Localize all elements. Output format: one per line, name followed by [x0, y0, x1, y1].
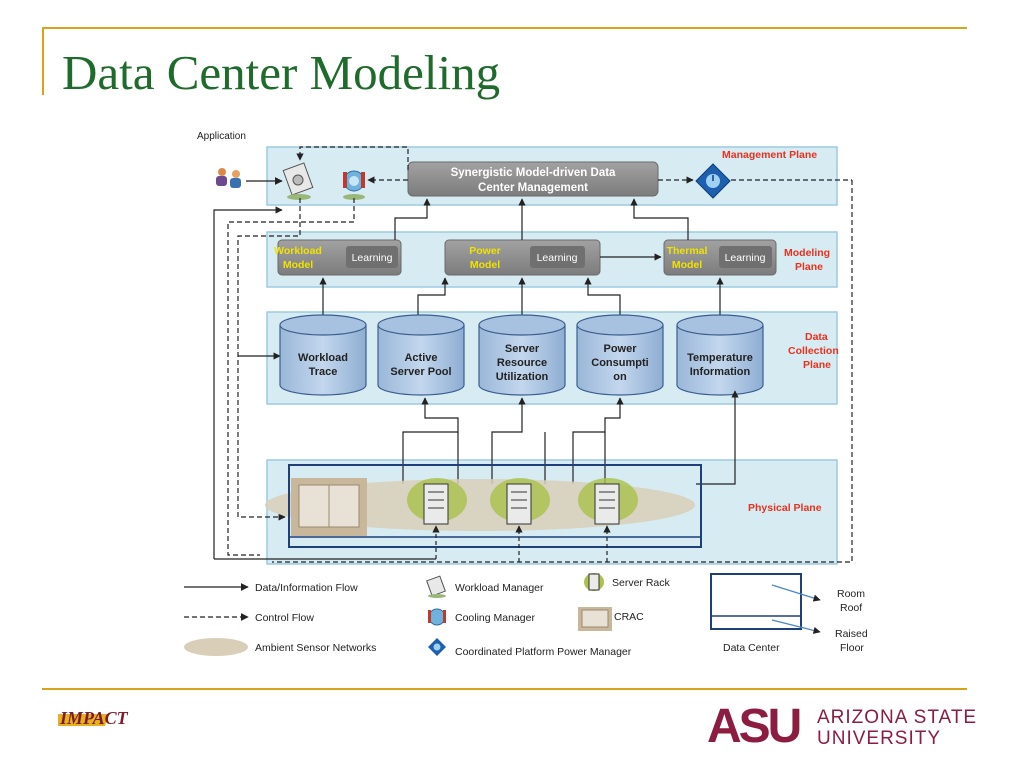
- legend-room-2: Roof: [840, 602, 862, 614]
- asu-logo: ASU ARIZONA STATE UNIVERSITY: [707, 700, 977, 759]
- legend-data-center: Data Center: [723, 642, 780, 654]
- collection-plane-label-line3: Plane: [803, 359, 831, 371]
- legend-raised-1: Raised: [835, 628, 868, 640]
- cooling-manager-icon: [343, 170, 365, 200]
- power-manager-icon: [695, 163, 731, 199]
- asu-name-line2: UNIVERSITY: [817, 728, 941, 749]
- collection-plane-label-line1: Data: [805, 331, 828, 343]
- legend-ambient-cloud: [184, 638, 248, 656]
- management-box: [407, 161, 659, 197]
- workload-learning-label: Learning: [352, 252, 393, 264]
- power-label-2: Consumpti: [591, 357, 648, 369]
- power-label-1: Power: [603, 343, 637, 355]
- legend-cooling-manager-icon: [428, 608, 446, 626]
- side-accent-line: [42, 27, 44, 95]
- thermal-model-label-2: Model: [672, 259, 702, 271]
- users-icon: [216, 168, 241, 188]
- server-rack-1-icon: [407, 478, 467, 525]
- temperature-label-2: Information: [690, 366, 751, 378]
- workload-learning-box: [346, 246, 398, 268]
- legend-data-center-box: [710, 573, 802, 630]
- temperature-label-1: Temperature: [687, 352, 753, 364]
- data-center-room: [288, 464, 702, 548]
- bottom-accent-line: [42, 688, 967, 690]
- legend-crac-icon: [578, 607, 612, 631]
- legend-ambient: Ambient Sensor Networks: [255, 642, 376, 654]
- data-center-diagram: Management Plane Modeling Plane Data Col…: [184, 131, 868, 658]
- legend-workload-manager: Workload Manager: [455, 582, 544, 594]
- legend-control-flow: Control Flow: [255, 612, 314, 624]
- crac-unit-image: [291, 478, 367, 536]
- management-plane-label: Management Plane: [722, 149, 817, 161]
- server-utilization-cylinder: Server Resource Utilization: [478, 314, 566, 396]
- legend-coordinated-manager: Coordinated Platform Power Manager: [455, 646, 632, 658]
- thermal-model-label-1: Thermal: [667, 245, 708, 257]
- power-consumption-cylinder: Power Consumpti on: [576, 314, 664, 396]
- workload-trace-label-2: Trace: [309, 366, 338, 378]
- workload-trace-label-1: Workload: [298, 352, 348, 364]
- legend-workload-manager-icon: [426, 575, 446, 598]
- asu-name-line1: ARIZONA STATE: [817, 707, 977, 728]
- management-box-line2: Center Management: [478, 182, 588, 194]
- top-accent-line: [42, 27, 967, 29]
- legend-crac: CRAC: [614, 611, 644, 623]
- workload-model-label-2: Model: [283, 259, 313, 271]
- legend-data-flow: Data/Information Flow: [255, 582, 358, 594]
- power-learning-label: Learning: [537, 252, 578, 264]
- asu-mark: ASU: [707, 700, 800, 753]
- power-label-3: on: [613, 371, 627, 383]
- modeling-plane-label-line2: Plane: [795, 261, 823, 273]
- utilization-label-1: Server: [505, 343, 540, 355]
- impact-logo: IMPACT: [55, 700, 148, 745]
- legend-power-manager-icon: [428, 638, 446, 656]
- active-pool-label-2: Server Pool: [390, 366, 451, 378]
- workload-trace-cylinder: Workload Trace: [279, 314, 367, 396]
- modeling-plane-label-line1: Modeling: [784, 247, 830, 259]
- legend-server-rack: Server Rack: [612, 577, 671, 589]
- utilization-label-2: Resource: [497, 357, 547, 369]
- slide-title: Data Center Modeling: [62, 45, 501, 100]
- collection-plane-label-line2: Collection: [788, 345, 839, 357]
- server-rack-2-icon: [490, 478, 550, 525]
- active-server-pool-cylinder: Active Server Pool: [377, 314, 465, 396]
- impact-logo-text: IMPACT: [59, 708, 129, 728]
- power-model-label-2: Model: [470, 259, 500, 271]
- legend-room-1: Room: [837, 588, 865, 600]
- thermal-learning-label: Learning: [725, 252, 766, 264]
- thermal-learning-box: [719, 246, 772, 268]
- application-label: Application: [197, 131, 246, 142]
- active-pool-label-1: Active: [404, 352, 437, 364]
- temperature-information-cylinder: Temperature Information: [676, 314, 764, 396]
- workload-manager-icon: [282, 162, 314, 200]
- utilization-label-3: Utilization: [496, 371, 549, 383]
- legend-server-rack-icon: [584, 573, 604, 591]
- legend-cooling-manager: Cooling Manager: [455, 612, 535, 624]
- physical-plane-label: Physical Plane: [748, 502, 822, 514]
- management-box-line1: Synergistic Model-driven Data: [451, 167, 616, 179]
- power-learning-box: [530, 246, 585, 268]
- workload-model-label-1: Workload: [274, 245, 322, 257]
- server-rack-3-icon: [578, 478, 638, 525]
- power-model-label-1: Power: [469, 245, 501, 257]
- legend-raised-2: Floor: [840, 642, 864, 654]
